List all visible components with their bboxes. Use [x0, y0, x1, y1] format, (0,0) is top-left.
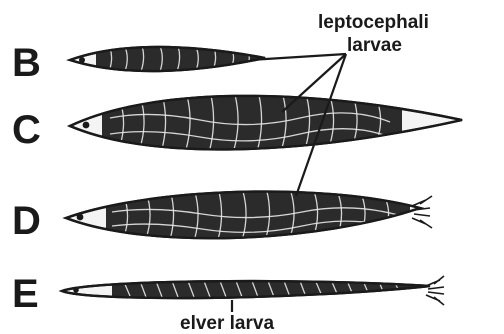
leptocephali-label: leptocephali: [318, 12, 429, 33]
stage-letter-d: D: [12, 199, 41, 243]
eye-icon: [73, 287, 79, 293]
larva-b: [70, 44, 266, 78]
larva-e: [62, 276, 444, 305]
larvae-label: larvae: [347, 35, 402, 56]
stage-letter-e: E: [12, 272, 39, 316]
elver-larva-label: elver larva: [180, 313, 274, 334]
larva-d: [66, 184, 432, 250]
eye-icon: [79, 57, 85, 63]
eye-icon: [77, 214, 84, 221]
larva-c: [70, 86, 462, 162]
leader-lines: [232, 54, 346, 312]
stage-letter-b: B: [12, 41, 41, 85]
stage-letter-c: C: [12, 108, 41, 152]
eye-icon: [83, 122, 90, 129]
